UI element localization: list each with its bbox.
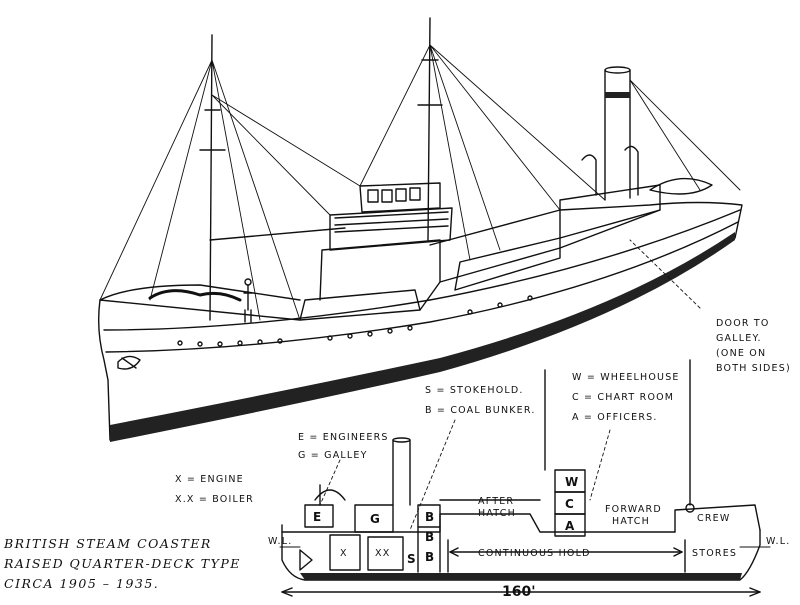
label-wl-right: W.L. <box>766 536 791 547</box>
callout-door-line-2: Galley. <box>716 333 762 344</box>
label-after-hatch-2: Hatch <box>478 508 516 519</box>
hull-outline <box>97 201 743 441</box>
pointer-s <box>409 419 456 531</box>
boiler-room <box>367 536 404 571</box>
house-e <box>304 504 334 528</box>
plan-bridge <box>554 469 586 537</box>
legend-engine: X = Engine <box>175 474 244 485</box>
perspective-ship <box>97 17 743 442</box>
label-forward-hatch-1: Forward <box>605 504 662 515</box>
label-wl-left: W.L. <box>268 536 293 547</box>
windlass <box>148 289 242 302</box>
title-line-2: Raised Quarter-Deck Type <box>4 556 241 571</box>
legend-officers: A = Officers. <box>572 412 658 423</box>
propeller <box>299 549 313 571</box>
room-b-3: B <box>425 550 435 564</box>
legend-coal-bunker: B = Coal Bunker. <box>425 405 536 416</box>
label-stores: Stores <box>692 548 738 559</box>
pointer-e <box>319 459 341 506</box>
legend-stokehold: S = Stokehold. <box>425 385 524 396</box>
room-x: X <box>340 548 348 559</box>
room-w: W <box>565 475 579 489</box>
room-xx: XX <box>375 548 391 559</box>
profile-plan <box>279 359 771 597</box>
legend-boiler: X.X = Boiler <box>175 494 254 505</box>
hull-bottom-band <box>110 232 735 442</box>
label-continuous-hold: Continuous Hold <box>478 548 591 559</box>
rigging <box>99 44 741 321</box>
house-g <box>354 504 394 533</box>
plan-keel-band <box>300 573 742 580</box>
legend-engineers: E = Engineers <box>298 432 389 443</box>
title-line-3: Circa 1905 – 1935. <box>4 576 160 591</box>
label-length: 160' <box>502 584 536 600</box>
pointer-a <box>589 429 611 501</box>
room-a: A <box>565 519 575 533</box>
room-g: G <box>370 512 380 526</box>
funnel <box>604 66 631 201</box>
label-crew: Crew <box>697 513 731 524</box>
room-c: C <box>565 497 574 511</box>
plan-funnel <box>392 437 411 506</box>
crew-figure <box>243 284 253 323</box>
callout-door-line-4: both sides) <box>716 363 791 374</box>
foremast <box>199 34 346 321</box>
room-e: E <box>313 510 322 524</box>
portholes <box>177 295 533 347</box>
bow-emblem <box>117 355 141 370</box>
door-callout-line <box>629 239 701 309</box>
engine-room <box>329 534 361 571</box>
room-s: S <box>407 552 416 566</box>
room-b-2: B <box>425 530 435 544</box>
forward-hatch-cover <box>299 289 421 321</box>
title-line-1: British Steam Coaster <box>4 536 212 551</box>
label-forward-hatch-2: Hatch <box>612 516 650 527</box>
label-after-hatch-1: After <box>478 496 515 507</box>
bow-rail <box>99 284 301 301</box>
room-b-1: B <box>425 510 435 524</box>
forecastle <box>674 504 761 533</box>
legend-chart-room: C = Chart Room <box>572 392 675 403</box>
legend-galley: G = Galley <box>298 450 368 461</box>
callout-door-line-1: Door to <box>716 318 770 329</box>
lifeboat <box>649 177 713 195</box>
legend-wheelhouse: W = Wheelhouse <box>572 372 680 383</box>
after-hatch-cover <box>454 237 561 291</box>
callout-door-line-3: (One on <box>716 348 767 359</box>
bunker-b-top <box>417 504 441 528</box>
mainmast <box>417 17 561 246</box>
